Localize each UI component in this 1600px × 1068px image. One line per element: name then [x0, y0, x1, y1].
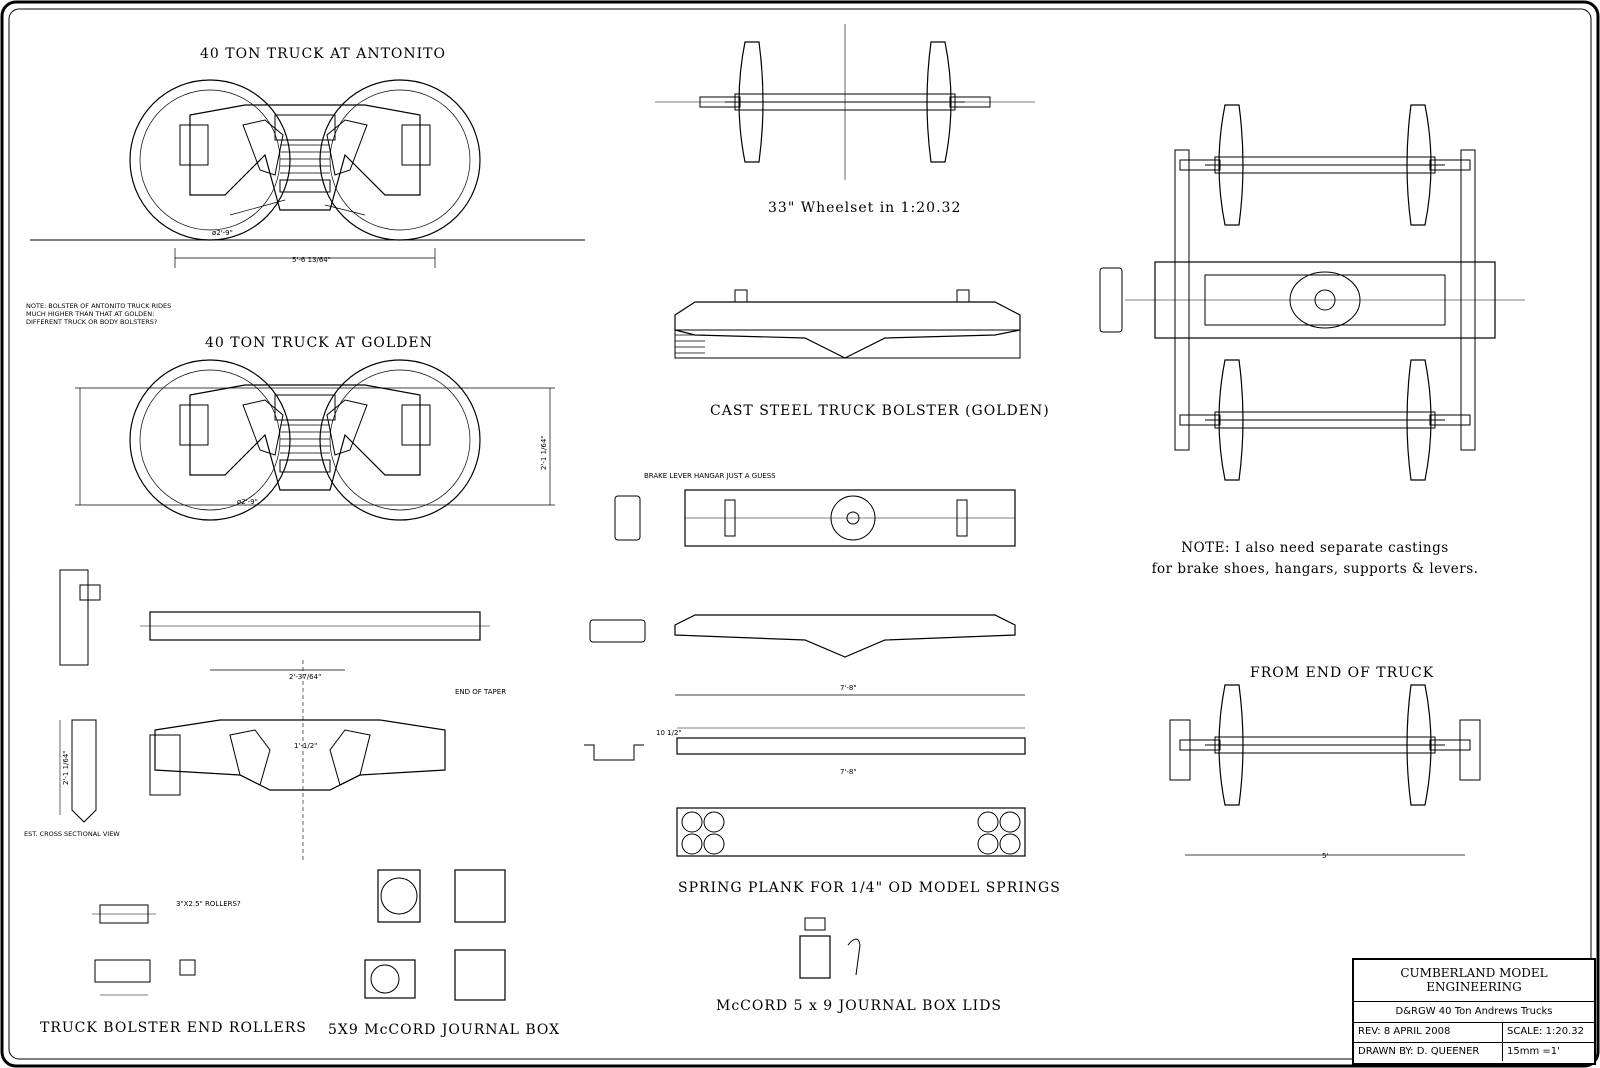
castings-note-line: NOTE: I also need separate castings [1181, 540, 1449, 556]
bolster-note-line: NOTE: BOLSTER OF ANTONITO TRUCK RIDES [26, 302, 172, 310]
wheelbase-dim: 5'-6 13/64" [292, 256, 331, 264]
end-of-taper-note: END OF TAPER [455, 688, 506, 696]
bolster-side-view [674, 289, 1021, 359]
cross-section-view [59, 719, 97, 823]
revision-date: REV: 8 APRIL 2008 [1358, 1026, 1451, 1037]
company-line: ENGINEERING [1426, 980, 1522, 994]
wheel-dia-dim-b: ø2'-9" [237, 498, 258, 506]
project-name: D&RGW 40 Ton Andrews Trucks [1354, 1002, 1594, 1023]
bolster-note-line: MUCH HIGHER THAN THAT AT GOLDEN: [26, 310, 155, 318]
track-gauge-dim: 5' [1322, 852, 1328, 860]
title-wheelset: 33" Wheelset in 1:20.32 [768, 200, 962, 216]
spring-plank-views [584, 727, 1026, 857]
bolster-top-view [614, 489, 1016, 547]
castings-note: NOTE: I also need separate castings for … [1145, 538, 1485, 580]
end-rollers-view [92, 904, 196, 996]
bolster-note-line: DIFFERENT TRUCK OR BODY BOLSTERS? [26, 318, 158, 326]
sideframe-detail-view [149, 660, 446, 860]
castings-note-line: for brake shoes, hangars, supports & lev… [1151, 561, 1479, 577]
truck-golden-view [75, 359, 555, 521]
cross-section-note: EST. CROSS SECTIONAL VIEW [24, 830, 120, 838]
title-journal-lids: McCORD 5 x 9 JOURNAL BOX LIDS [716, 998, 1003, 1014]
bolster-length-dim: 7'-8" [840, 684, 857, 692]
title-from-end: FROM END OF TRUCK [1250, 665, 1435, 681]
plank-length-dim: 7'-8" [840, 768, 857, 776]
truck-plan-view [1099, 104, 1525, 481]
company-name: CUMBERLAND MODEL ENGINEERING [1354, 960, 1594, 1002]
sheet-inner-border [8, 8, 1592, 1060]
rollers-note: 3"X2.5" ROLLERS? [176, 900, 241, 908]
title-truck-antonito: 40 TON TRUCK AT ANTONITO [200, 46, 446, 62]
plank-height-dim: 10 1/2" [656, 729, 682, 737]
scale-label: SCALE: 1:20.32 [1502, 1022, 1594, 1042]
scale-note: 15mm =1' [1502, 1042, 1594, 1061]
journal-box-views [364, 869, 506, 1001]
bolster-note: NOTE: BOLSTER OF ANTONITO TRUCK RIDES MU… [26, 302, 171, 326]
title-journal-box: 5X9 McCORD JOURNAL BOX [328, 1022, 561, 1038]
span-dim: 2'-37/64" [289, 673, 321, 681]
wheel-dia-dim-a: ø2'-9" [212, 229, 233, 237]
journal-lid-views [799, 917, 861, 979]
title-block: CUMBERLAND MODEL ENGINEERING D&RGW 40 To… [1352, 958, 1596, 1065]
brake-lever-note: BRAKE LEVER HANGAR JUST A GUESS [644, 472, 776, 480]
truck-antonito-view [30, 79, 585, 268]
half-dim: 1'-1/2" [294, 742, 317, 750]
bolster-elevation-view [589, 614, 1025, 696]
truck-height-dim: 2'-1 1/64" [540, 435, 548, 470]
title-block-divider [1354, 1042, 1594, 1043]
title-truck-golden: 40 TON TRUCK AT GOLDEN [205, 335, 433, 351]
company-line: CUMBERLAND MODEL [1400, 966, 1548, 980]
cross-section-height-dim: 2'-1 1/64" [62, 750, 70, 785]
wheelset-view [655, 24, 1035, 180]
title-spring-plank: SPRING PLANK FOR 1/4" OD MODEL SPRINGS [678, 880, 1061, 896]
drawn-by: DRAWN BY: D. QUEENER [1358, 1046, 1480, 1057]
title-bolster: CAST STEEL TRUCK BOLSTER (GOLDEN) [710, 403, 1050, 419]
sideframe-top-view [59, 569, 490, 666]
title-end-rollers: TRUCK BOLSTER END ROLLERS [40, 1020, 307, 1036]
truck-end-view [1169, 684, 1481, 856]
